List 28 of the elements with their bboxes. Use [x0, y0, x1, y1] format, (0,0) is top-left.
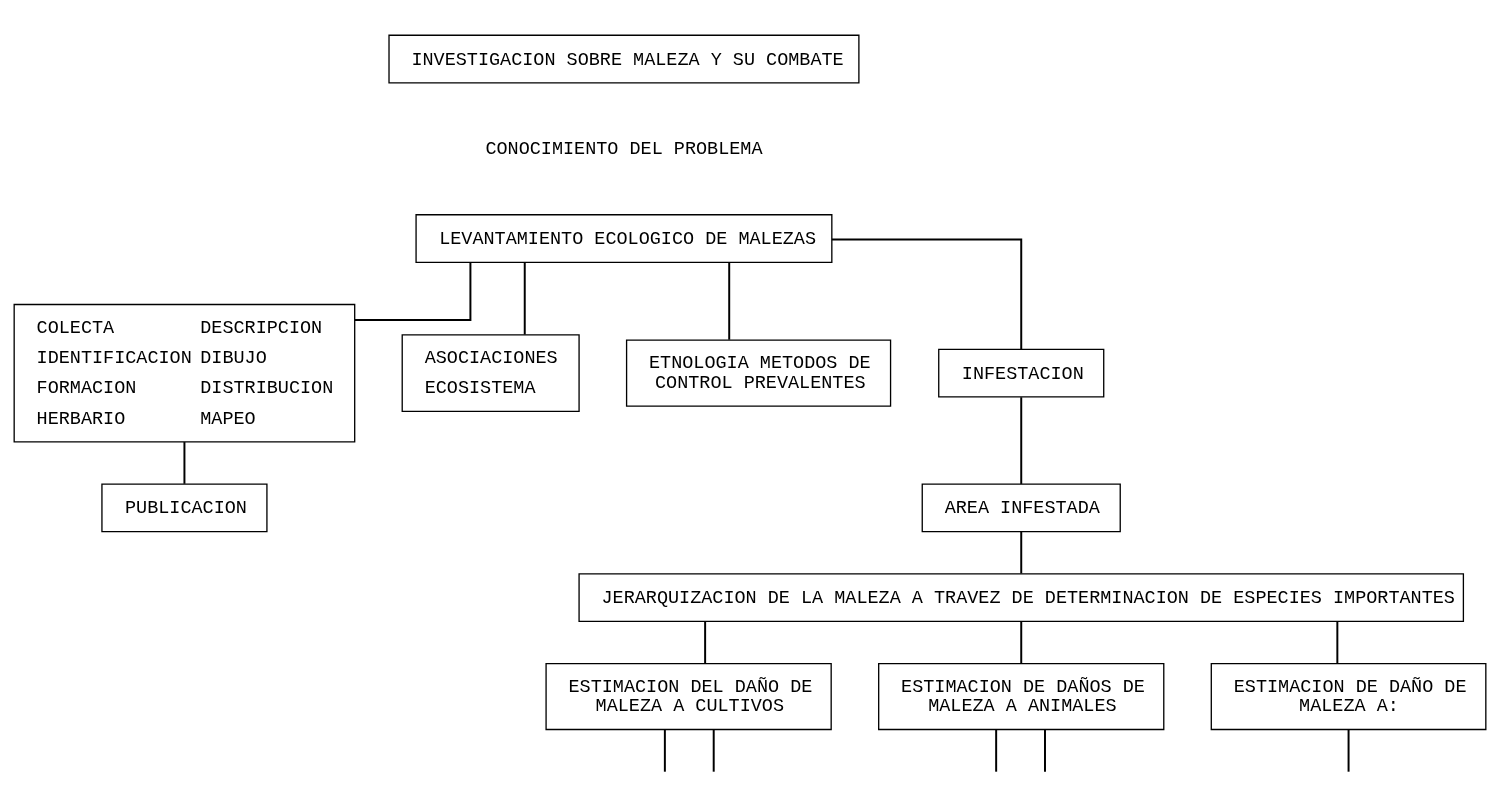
- connector: [704, 620, 707, 664]
- node-box: INFESTACION: [938, 348, 1105, 398]
- connector: [712, 728, 715, 773]
- connector: [830, 238, 1023, 350]
- label: CONOCIMIENTO DEL PROBLEMA: [485, 138, 763, 160]
- node-box: ESTIMACION DE DAÑO DE MALEZA A:: [1210, 662, 1487, 730]
- node-box: COLECTA DESCRIPCION IDENTIFICACION DIBUJO FORMACION DISTRIBUCION HERBARIO MAPEO: [13, 303, 356, 442]
- node-box: LEVANTAMIENTO ECOLOGICO DE MALEZAS: [415, 213, 833, 263]
- connector: [1336, 620, 1339, 664]
- connector: [353, 261, 472, 321]
- connector: [1044, 728, 1046, 773]
- node-box: INVESTIGACION SOBRE MALEZA Y SU COMBATE: [388, 34, 860, 83]
- node-box: JERARQUIZACION DE LA MALEZA A TRAVEZ DE DETERMINACION DE ESPECIES IMPORTANTES: [578, 572, 1465, 622]
- node-box: ASOCIACIONES ECOSISTEMA: [401, 333, 580, 412]
- node-box: PUBLICACION: [101, 482, 268, 532]
- node-box: ESTIMACION DE DAÑOS DE MALEZA A ANIMALES: [878, 662, 1165, 730]
- connector: [1020, 530, 1023, 574]
- connector: [183, 440, 186, 485]
- node-box: AREA INFESTADA: [921, 482, 1121, 532]
- node-box: ETNOLOGIA METODOS DE CONTROL PREVALENTES: [625, 339, 892, 407]
- connector: [1347, 728, 1350, 773]
- connector: [1020, 395, 1023, 485]
- connector: [995, 728, 998, 773]
- connector: [523, 261, 526, 335]
- connector: [1020, 620, 1023, 664]
- connector: [728, 261, 731, 341]
- node-box: ESTIMACION DEL DAÑO DE MALEZA A CULTIVOS: [545, 662, 832, 730]
- connector: [663, 728, 666, 773]
